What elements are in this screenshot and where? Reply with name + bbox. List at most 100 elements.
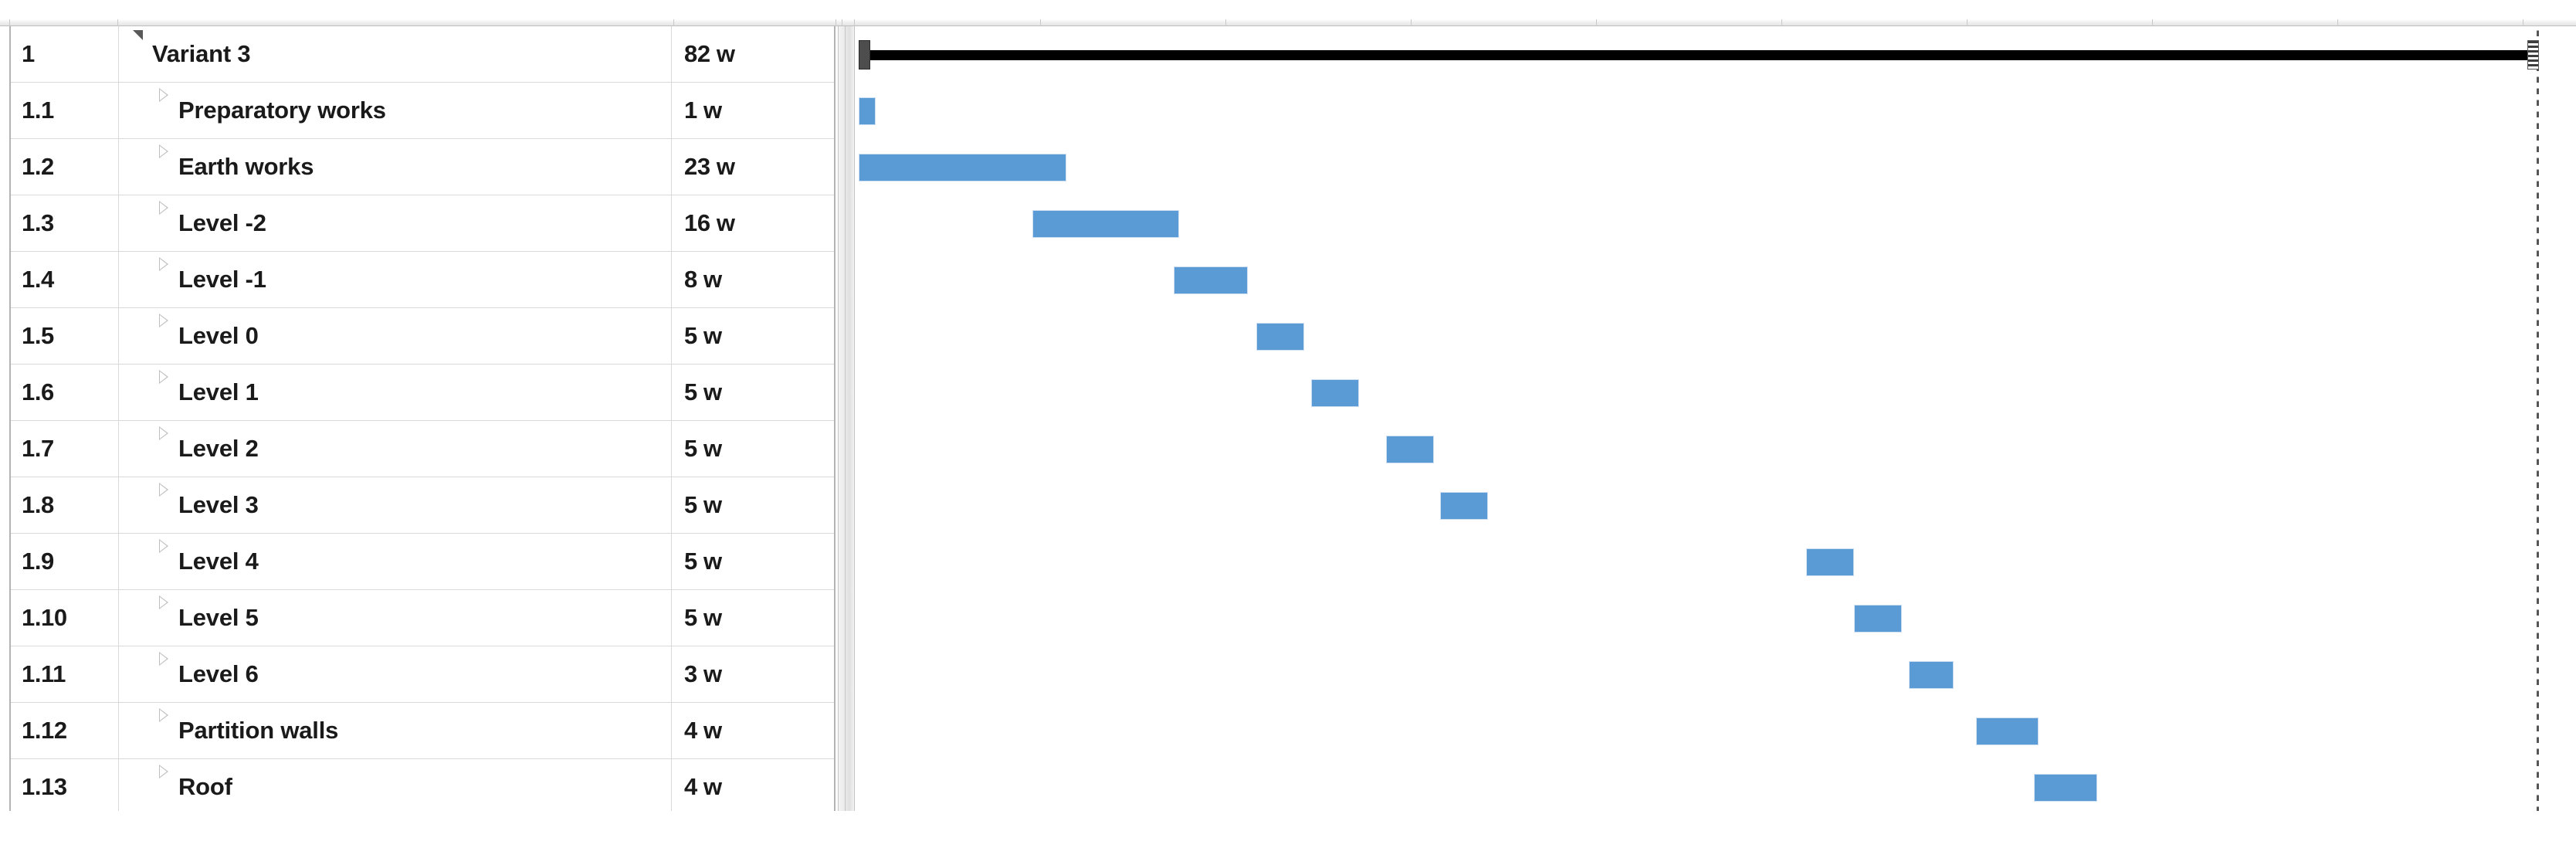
gantt-timeline <box>855 26 2576 811</box>
triangle-down-icon[interactable] <box>133 30 143 67</box>
summary-bar-line <box>859 50 2539 60</box>
task-duration-cell: 23 w <box>684 153 735 180</box>
task-bar[interactable] <box>1806 548 1854 576</box>
task-duration-cell: 8 w <box>684 266 722 293</box>
pane-splitter[interactable] <box>838 26 855 811</box>
gantt-row <box>855 759 2576 811</box>
task-name-cell: Level 2 <box>119 421 672 477</box>
task-id-cell: 1.12 <box>11 703 119 758</box>
task-bar[interactable] <box>1256 323 1304 351</box>
task-bar[interactable] <box>1976 717 2039 745</box>
triangle-right-icon[interactable] <box>159 321 169 348</box>
triangle-right-icon-glyph <box>159 483 169 524</box>
task-name-label: Level 1 <box>178 378 259 405</box>
triangle-right-icon[interactable] <box>159 602 169 630</box>
task-name-label: Level 3 <box>178 491 259 518</box>
triangle-right-icon[interactable] <box>159 95 169 123</box>
task-name-cell: Level -1 <box>119 252 672 307</box>
task-bar[interactable] <box>1909 661 1954 689</box>
task-name-label: Level 0 <box>178 322 259 349</box>
task-duration-cell: 3 w <box>684 660 722 687</box>
summary-bar[interactable] <box>859 40 2539 70</box>
gantt-row <box>855 139 2576 195</box>
task-bar[interactable] <box>1032 210 1179 238</box>
triangle-right-icon-glyph <box>159 257 169 298</box>
triangle-right-icon[interactable] <box>159 264 169 292</box>
task-name-label: Preparatory works <box>178 97 386 124</box>
gantt-row <box>855 83 2576 139</box>
task-name-cell: Level 6 <box>119 646 672 702</box>
triangle-right-icon[interactable] <box>159 208 169 236</box>
task-bar[interactable] <box>2034 774 2097 802</box>
task-id-cell: 1.2 <box>11 139 119 195</box>
deadline-marker-line <box>2537 26 2539 811</box>
task-bar[interactable] <box>859 97 876 125</box>
task-id-cell: 1.11 <box>11 646 119 702</box>
task-duration-cell: 16 w <box>684 209 735 236</box>
triangle-right-icon[interactable] <box>159 659 169 687</box>
task-bar[interactable] <box>1311 379 1359 407</box>
triangle-right-icon[interactable] <box>159 490 169 517</box>
header-tick <box>1781 19 1782 26</box>
gantt-row <box>855 703 2576 759</box>
table-row[interactable]: 1.3 Level -2 16 w <box>11 195 834 252</box>
gantt-row <box>855 252 2576 308</box>
triangle-right-icon[interactable] <box>159 772 169 799</box>
header-tick <box>1967 19 1968 26</box>
header-tick <box>1040 19 1041 26</box>
task-name-label: Partition walls <box>178 717 339 744</box>
task-duration-cell: 5 w <box>684 435 722 462</box>
header-tick <box>673 19 674 26</box>
task-duration-cell: 5 w <box>684 604 722 631</box>
triangle-right-icon[interactable] <box>159 433 169 461</box>
task-bar[interactable] <box>1174 266 1248 294</box>
task-name-label: Level 5 <box>178 604 259 631</box>
task-bar[interactable] <box>1854 605 1902 633</box>
summary-bar-end-cap <box>2527 40 2539 70</box>
header-tick <box>854 19 855 26</box>
task-name-label: Variant 3 <box>152 40 251 67</box>
gantt-row <box>855 534 2576 590</box>
task-id-cell: 1.3 <box>11 195 119 251</box>
task-name-cell: Level 5 <box>119 590 672 646</box>
triangle-right-icon[interactable] <box>159 151 169 179</box>
triangle-right-icon[interactable] <box>159 546 169 574</box>
task-id-cell: 1.8 <box>11 477 119 533</box>
triangle-right-icon-glyph <box>159 201 169 242</box>
triangle-right-icon[interactable] <box>159 715 169 743</box>
task-bar[interactable] <box>859 154 1066 181</box>
task-name-cell: Level 0 <box>119 308 672 364</box>
task-bar[interactable] <box>1386 436 1434 463</box>
task-name-label: Level -1 <box>178 266 266 293</box>
header-tick <box>117 19 118 26</box>
task-duration-cell: 5 w <box>684 378 722 405</box>
gantt-row <box>855 195 2576 252</box>
triangle-right-icon-glyph <box>159 370 169 411</box>
task-name-cell: Preparatory works <box>119 83 672 138</box>
task-name-label: Level -2 <box>178 209 266 236</box>
task-bar[interactable] <box>1440 492 1488 520</box>
column-header-strip <box>0 19 2576 26</box>
gantt-row <box>855 308 2576 365</box>
gantt-row <box>855 590 2576 646</box>
task-name-label: Level 2 <box>178 435 259 462</box>
triangle-right-icon[interactable] <box>159 377 169 405</box>
task-id-cell: 1.1 <box>11 83 119 138</box>
task-id-cell: 1.13 <box>11 759 119 811</box>
gantt-row <box>855 365 2576 421</box>
triangle-right-icon-glyph <box>159 595 169 636</box>
